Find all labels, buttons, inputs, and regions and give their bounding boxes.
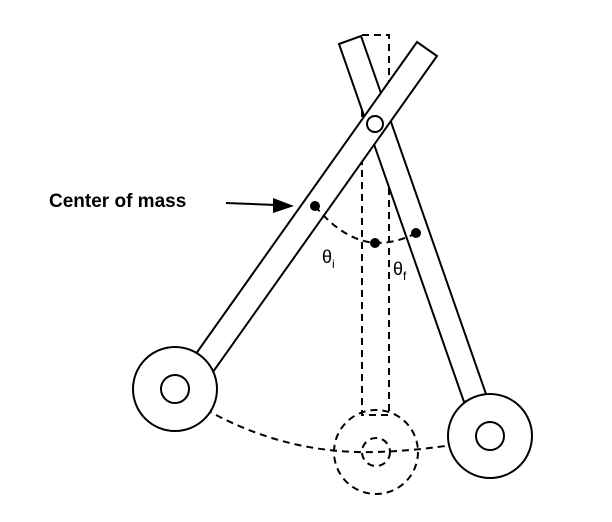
center-of-mass-arrow [225,198,294,213]
theta-final-symbol: θ [393,259,403,279]
bob-final [447,393,533,479]
theta-final-label: θf [393,259,407,283]
center-of-mass-dot-equilibrium [370,238,380,248]
theta-initial-subscript: i [332,257,335,271]
theta-initial-label: θi [322,247,335,271]
theta-final-subscript: f [403,269,407,283]
rod-equilibrium [361,34,390,416]
bob-swing-arc [174,389,493,454]
center-of-mass-dot-initial [310,201,320,211]
bob-equilibrium [333,409,419,495]
center-of-mass-label: Center of mass [49,191,186,212]
center-of-mass-dot-final [411,228,421,238]
theta-initial-symbol: θ [322,247,332,267]
bob-initial [132,346,218,432]
pivot [366,115,384,133]
